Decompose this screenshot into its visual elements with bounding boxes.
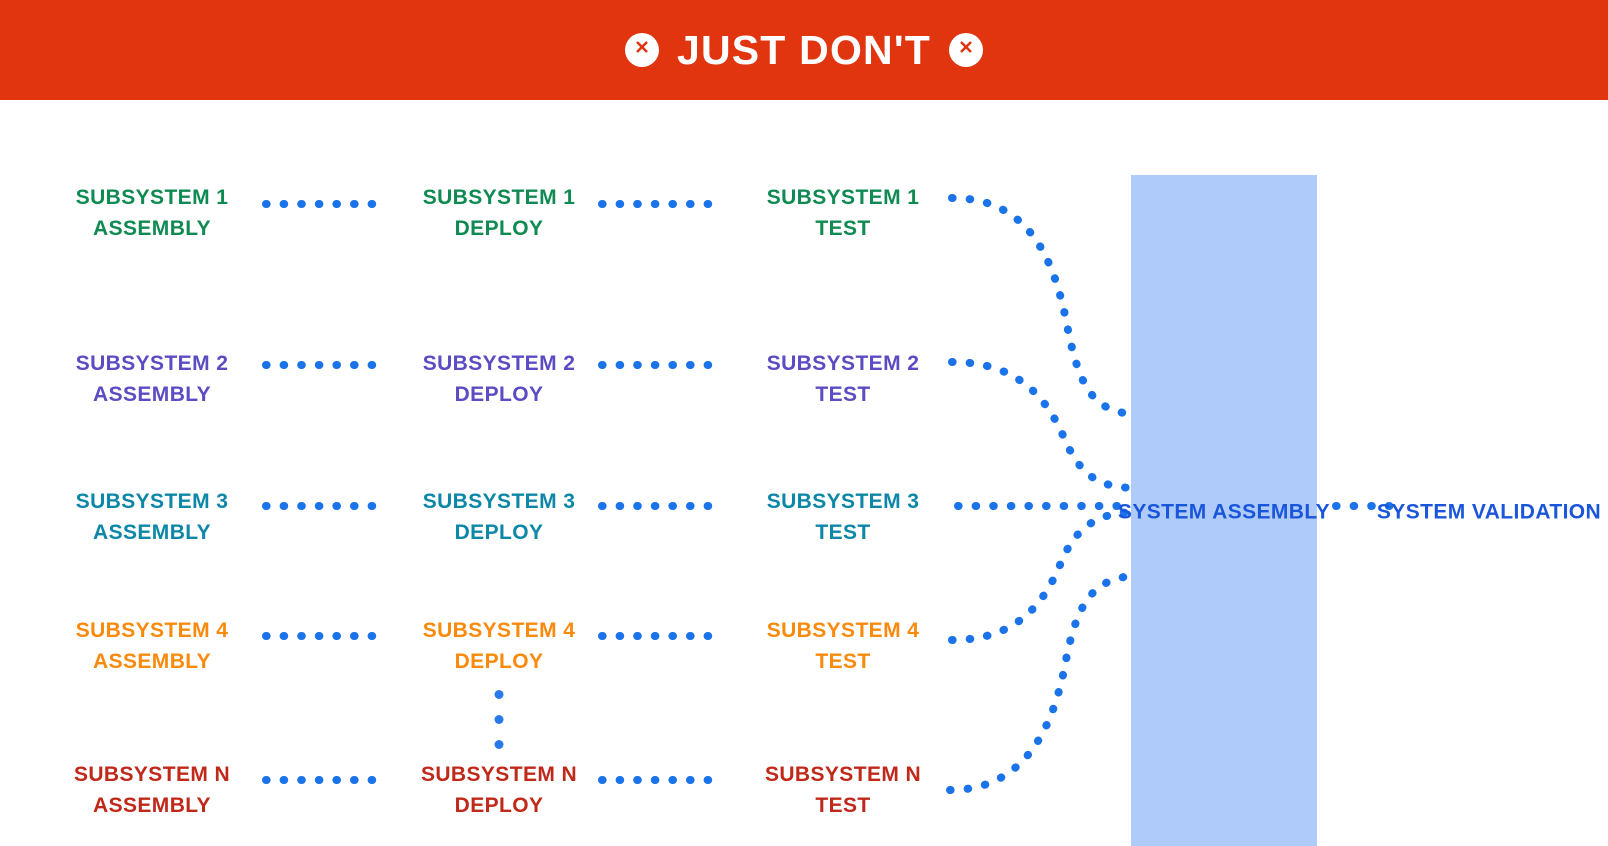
node-line-2: DEPLOY bbox=[454, 521, 544, 544]
vertical-ellipsis-icon bbox=[494, 690, 504, 765]
node-subsystem-4-test[interactable]: SUBSYSTEM 4 TEST bbox=[767, 615, 920, 677]
pipeline-diagram: SUBSYSTEM 1 ASSEMBLY SUBSYSTEM 1 DEPLOY … bbox=[0, 100, 1608, 846]
node-subsystem-3-deploy[interactable]: SUBSYSTEM 3 DEPLOY bbox=[423, 486, 576, 548]
node-line-1: SUBSYSTEM 3 bbox=[422, 489, 576, 513]
node-subsystem-3-assembly[interactable]: SUBSYSTEM 3 ASSEMBLY bbox=[76, 486, 229, 548]
node-line-1: SUBSYSTEM 1 bbox=[422, 185, 576, 209]
node-line-2: DEPLOY bbox=[454, 383, 544, 406]
system-validation-label[interactable]: SYSTEM VALIDATION bbox=[1377, 496, 1601, 527]
x-circle-icon-right bbox=[949, 33, 984, 67]
node-subsystem-1-test[interactable]: SUBSYSTEM 1 TEST bbox=[767, 182, 920, 244]
system-assembly-line-2: ASSEMBLY bbox=[1212, 500, 1331, 524]
node-line-1: SUBSYSTEM 3 bbox=[766, 489, 920, 513]
node-line-1: SUBSYSTEM N bbox=[420, 762, 578, 786]
connector-row4-test-assembly bbox=[948, 508, 1135, 644]
node-line-1: SUBSYSTEM 4 bbox=[422, 618, 576, 642]
node-line-2: TEST bbox=[815, 217, 871, 240]
node-line-1: SUBSYSTEM 2 bbox=[766, 351, 920, 375]
node-line-1: SUBSYSTEM 4 bbox=[75, 618, 229, 642]
node-line-2: ASSEMBLY bbox=[93, 521, 211, 544]
node-subsystem-4-deploy[interactable]: SUBSYSTEM 4 DEPLOY bbox=[423, 615, 576, 677]
node-subsystem-2-test[interactable]: SUBSYSTEM 2 TEST bbox=[767, 348, 920, 410]
banner-title: JUST DON'T bbox=[676, 26, 932, 73]
node-line-1: SUBSYSTEM N bbox=[73, 762, 231, 786]
node-line-2: TEST bbox=[815, 794, 871, 817]
node-subsystem-n-assembly[interactable]: SUBSYSTEM N ASSEMBLY bbox=[74, 759, 230, 821]
node-subsystem-n-test[interactable]: SUBSYSTEM N TEST bbox=[765, 759, 921, 821]
node-line-2: DEPLOY bbox=[454, 794, 544, 817]
node-line-1: SUBSYSTEM 1 bbox=[766, 185, 920, 209]
node-line-2: TEST bbox=[815, 650, 871, 673]
node-subsystem-2-deploy[interactable]: SUBSYSTEM 2 DEPLOY bbox=[423, 348, 576, 410]
node-line-2: ASSEMBLY bbox=[93, 650, 211, 673]
connector-row1-test-assembly bbox=[948, 194, 1135, 418]
node-subsystem-3-test[interactable]: SUBSYSTEM 3 TEST bbox=[767, 486, 920, 548]
node-line-2: TEST bbox=[815, 521, 871, 544]
node-line-2: ASSEMBLY bbox=[93, 383, 211, 406]
node-subsystem-4-assembly[interactable]: SUBSYSTEM 4 ASSEMBLY bbox=[76, 615, 229, 677]
node-line-2: ASSEMBLY bbox=[93, 794, 211, 817]
connector-rowN-test-assembly bbox=[946, 572, 1135, 794]
node-subsystem-2-assembly[interactable]: SUBSYSTEM 2 ASSEMBLY bbox=[76, 348, 229, 410]
system-assembly-box[interactable] bbox=[1131, 175, 1317, 846]
node-subsystem-1-assembly[interactable]: SUBSYSTEM 1 ASSEMBLY bbox=[76, 182, 229, 244]
system-assembly-line-1: SYSTEM bbox=[1117, 500, 1207, 524]
connector-row2-test-assembly bbox=[948, 358, 1135, 492]
system-assembly-label: SYSTEM ASSEMBLY bbox=[1118, 496, 1330, 527]
node-line-1: SUBSYSTEM 2 bbox=[75, 351, 229, 375]
node-subsystem-1-deploy[interactable]: SUBSYSTEM 1 DEPLOY bbox=[423, 182, 576, 244]
node-line-2: DEPLOY bbox=[454, 650, 544, 673]
node-line-2: ASSEMBLY bbox=[93, 217, 211, 240]
node-subsystem-n-deploy[interactable]: SUBSYSTEM N DEPLOY bbox=[421, 759, 577, 821]
node-line-1: SUBSYSTEM 2 bbox=[422, 351, 576, 375]
system-validation-line-2: VALIDATION bbox=[1471, 500, 1602, 524]
node-line-1: SUBSYSTEM 3 bbox=[75, 489, 229, 513]
x-circle-icon-left bbox=[624, 33, 659, 67]
node-line-1: SUBSYSTEM 4 bbox=[766, 618, 920, 642]
node-line-2: DEPLOY bbox=[454, 217, 544, 240]
header-banner: JUST DON'T bbox=[0, 0, 1608, 100]
node-line-1: SUBSYSTEM N bbox=[764, 762, 922, 786]
system-validation-line-1: SYSTEM bbox=[1376, 500, 1466, 524]
node-line-1: SUBSYSTEM 1 bbox=[75, 185, 229, 209]
node-line-2: TEST bbox=[815, 383, 871, 406]
